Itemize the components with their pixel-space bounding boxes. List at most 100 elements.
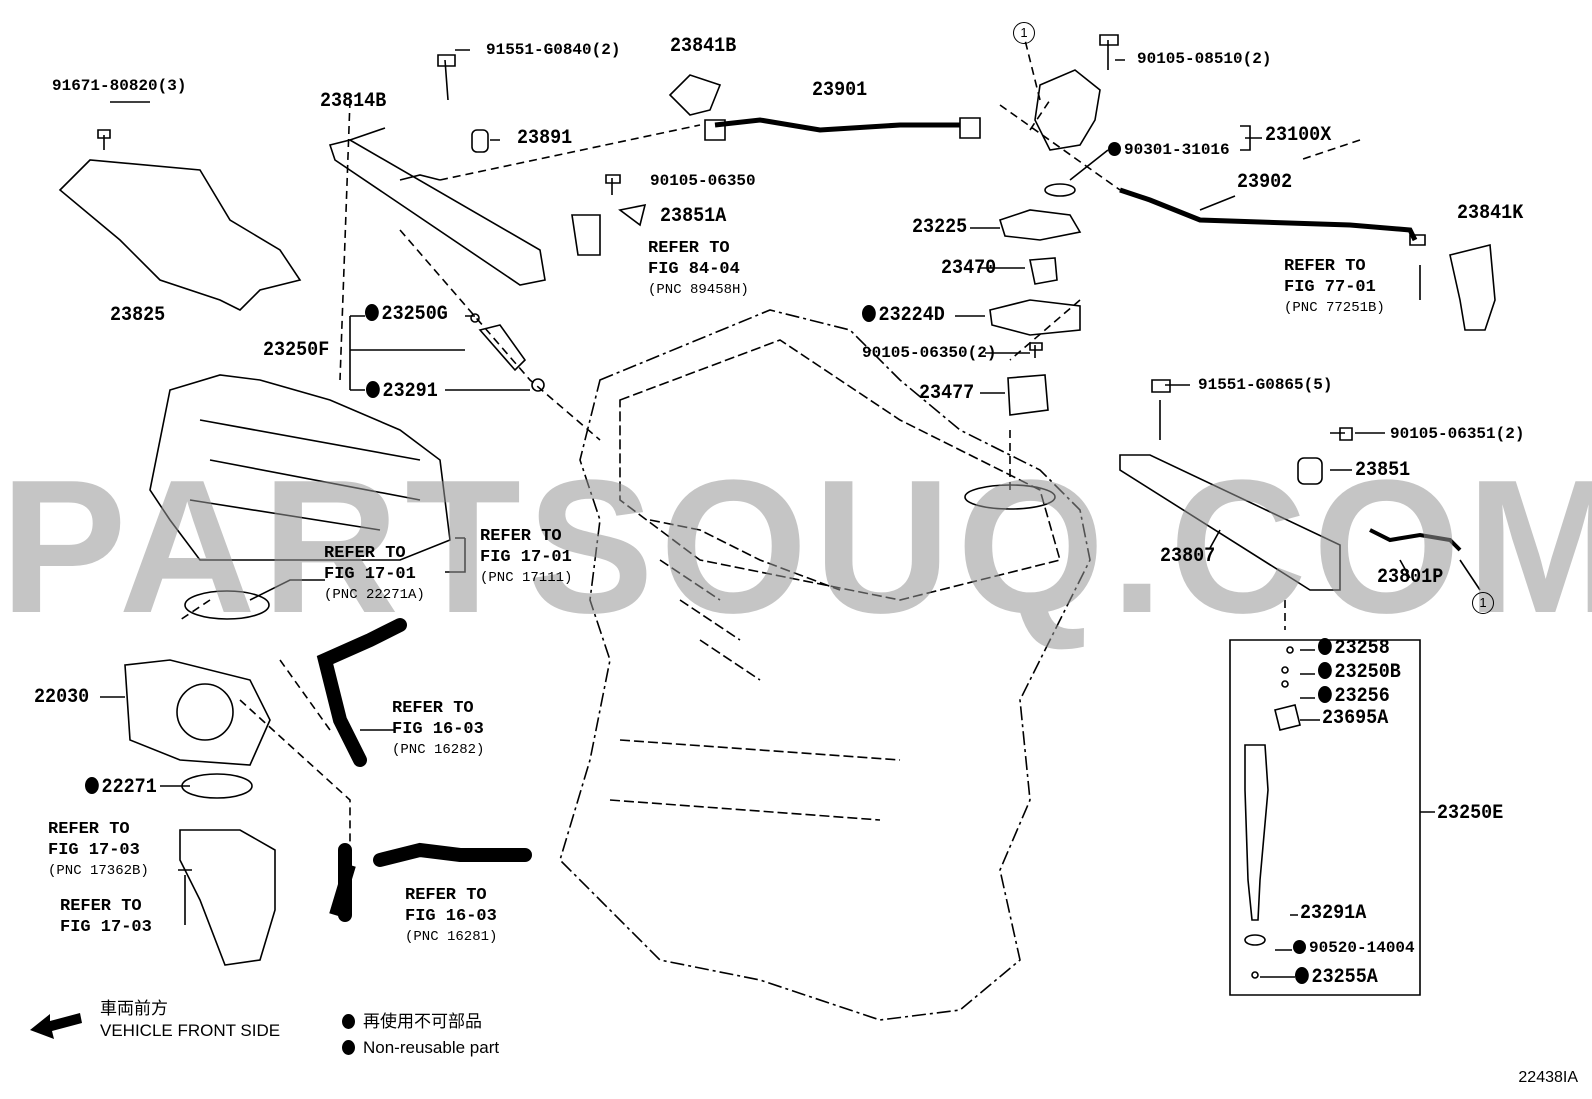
part-label-90105-06350[interactable]: 90105-06350	[650, 172, 756, 190]
refer-to-fig-16-03-16282[interactable]: REFER TO FIG 16-03 (PNC 16282)	[392, 698, 484, 761]
part-number: 23224D	[878, 304, 945, 327]
lifter-23477	[1007, 374, 1049, 416]
refer-line: REFER TO	[324, 544, 406, 563]
part-label-23250f[interactable]: 23250F	[263, 339, 330, 362]
part-label-23814b[interactable]: 23814B	[320, 90, 387, 113]
part-label-23258[interactable]: 23258	[1318, 638, 1390, 659]
non-reusable-dot-icon	[366, 381, 380, 398]
part-label-23224d[interactable]: 23224D	[862, 305, 945, 326]
non-reusable-dot-icon	[1108, 142, 1121, 156]
part-label-23825[interactable]: 23825	[110, 304, 166, 327]
non-reusable-dot-icon	[862, 305, 876, 322]
fig-line: FIG 16-03	[405, 907, 497, 926]
part-number: 23256	[1334, 685, 1390, 708]
part-label-90301-31016[interactable]: 90301-31016	[1108, 142, 1230, 158]
part-number: 90301-31016	[1124, 141, 1230, 159]
part-label-23250b[interactable]: 23250B	[1318, 662, 1401, 683]
insulator-23825	[58, 159, 302, 311]
injector-23250f	[478, 324, 527, 372]
part-label-23477[interactable]: 23477	[919, 382, 975, 405]
pnc-line: (PNC 77251B)	[1284, 300, 1385, 316]
part-label-90105-06350-2[interactable]: 90105-06350(2)	[862, 344, 997, 362]
part-label-23851[interactable]: 23851	[1355, 459, 1411, 482]
refer-to-fig-77-01[interactable]: REFER TO FIG 77-01 (PNC 77251B)	[1284, 256, 1385, 319]
front-label-en: VEHICLE FRONT SIDE	[100, 1021, 281, 1040]
gasket-23225	[999, 209, 1082, 241]
part-number: 90520-14004	[1309, 939, 1415, 957]
part-label-91551-g0840[interactable]: 91551-G0840(2)	[486, 41, 621, 59]
part-label-23255a[interactable]: 23255A	[1295, 967, 1378, 988]
part-label-23841b[interactable]: 23841B	[670, 35, 737, 58]
non-reusable-legend: 再使用不可部品 Non-reusable part	[342, 1011, 499, 1059]
legend-text: 再使用不可部品	[363, 1012, 482, 1031]
non-reusable-dot-icon	[342, 1040, 355, 1055]
fig-line: FIG 77-01	[1284, 278, 1376, 297]
fuel-pipe-23902	[1119, 187, 1418, 242]
throttle-body-22030	[124, 659, 271, 766]
fuel-pipe-23901	[714, 117, 960, 133]
fig-line: FIG 17-03	[60, 918, 152, 937]
part-label-23841k[interactable]: 23841K	[1457, 202, 1524, 225]
part-number: 22271	[101, 776, 157, 799]
part-label-23256[interactable]: 23256	[1318, 686, 1390, 707]
refer-line: REFER TO	[480, 527, 562, 546]
part-label-23695a[interactable]: 23695A	[1322, 707, 1389, 730]
refer-line: REFER TO	[48, 820, 130, 839]
part-label-23891[interactable]: 23891	[517, 127, 573, 150]
part-label-23901[interactable]: 23901	[812, 79, 868, 102]
refer-to-fig-17-03-17362b[interactable]: REFER TO FIG 17-03 (PNC 17362B)	[48, 819, 149, 882]
refer-line: REFER TO	[648, 239, 730, 258]
part-label-22271[interactable]: 22271	[85, 777, 157, 798]
part-label-23250e[interactable]: 23250E	[1437, 802, 1504, 825]
injector-23250e	[1244, 744, 1269, 921]
part-label-23801p[interactable]: 23801P	[1377, 566, 1444, 589]
non-reusable-dot-icon	[1318, 686, 1332, 703]
pnc-line: (PNC 16281)	[405, 929, 498, 945]
fig-line: FIG 84-04	[648, 260, 740, 279]
refer-line: REFER TO	[60, 897, 142, 916]
non-reusable-legend-en: Non-reusable part	[342, 1037, 499, 1059]
engine-block-outline	[559, 309, 1091, 1021]
fuel-rail-23807	[1119, 454, 1341, 591]
non-reusable-dot-icon	[365, 304, 379, 321]
part-label-22030[interactable]: 22030	[34, 686, 90, 709]
refer-line: REFER TO	[1284, 257, 1366, 276]
fig-line: FIG 17-03	[48, 841, 140, 860]
non-reusable-dot-icon	[342, 1014, 355, 1029]
fig-line: FIG 16-03	[392, 720, 484, 739]
fuel-rail-23814b	[328, 139, 546, 286]
part-label-90105-08510[interactable]: 90105-08510(2)	[1137, 50, 1272, 68]
non-reusable-dot-icon	[1318, 662, 1332, 679]
fuel-pump-23100x	[1034, 69, 1101, 151]
refer-line: REFER TO	[392, 699, 474, 718]
part-label-91551-g0865[interactable]: 91551-G0865(5)	[1198, 376, 1333, 394]
part-label-90105-06351[interactable]: 90105-06351(2)	[1390, 425, 1525, 443]
part-label-23250g[interactable]: 23250G	[365, 304, 448, 325]
pnc-line: (PNC 22271A)	[324, 587, 425, 603]
non-reusable-dot-icon	[1318, 638, 1332, 655]
intake-manifold	[149, 374, 451, 561]
pnc-line: (PNC 16282)	[392, 742, 485, 758]
part-label-90520-14004[interactable]: 90520-14004	[1293, 940, 1415, 956]
part-label-23225[interactable]: 23225	[912, 216, 968, 239]
part-label-23902[interactable]: 23902	[1237, 171, 1293, 194]
part-label-23100x[interactable]: 23100X	[1265, 124, 1332, 147]
part-label-23291[interactable]: 23291	[366, 381, 438, 402]
front-arrow-icon	[30, 1013, 82, 1039]
part-label-23291a[interactable]: 23291A	[1300, 902, 1367, 925]
non-reusable-dot-icon	[1293, 940, 1306, 954]
fuel-pipe-23801p	[1369, 528, 1462, 552]
part-label-23470[interactable]: 23470	[941, 257, 997, 280]
part-label-91671-80820[interactable]: 91671-80820(3)	[52, 77, 187, 95]
part-label-23807[interactable]: 23807	[1160, 545, 1216, 568]
pnc-line: (PNC 17362B)	[48, 863, 149, 879]
refer-to-fig-17-03[interactable]: REFER TO FIG 17-03	[60, 896, 152, 938]
part-number: 23258	[1334, 637, 1390, 660]
intake-adapter	[179, 829, 276, 966]
hose-16282	[316, 618, 407, 767]
part-label-23851a[interactable]: 23851A	[660, 205, 727, 228]
